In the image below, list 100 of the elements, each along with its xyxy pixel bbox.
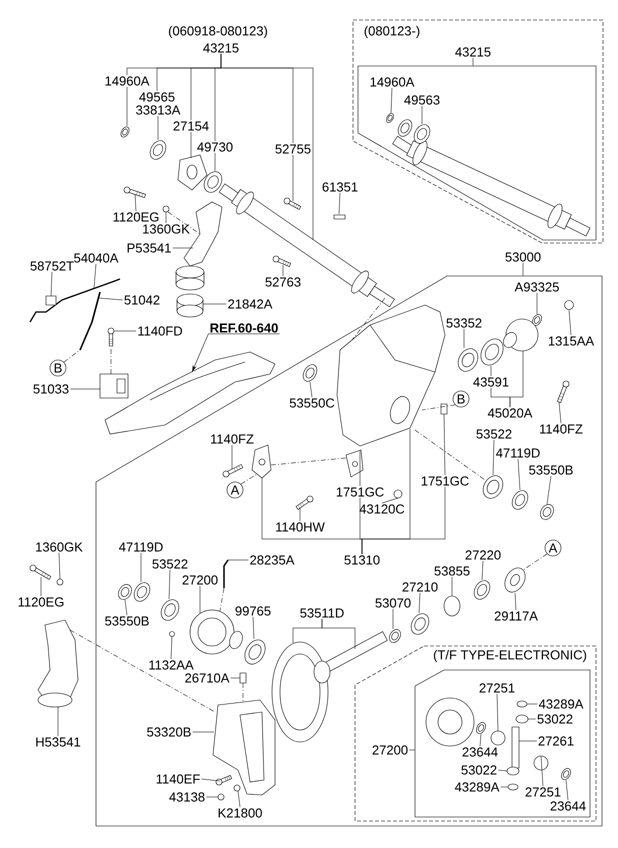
part-number: 1315AA (548, 336, 594, 346)
part-number: 53352 (446, 318, 482, 328)
part-number: 52763 (265, 277, 300, 287)
reference-line (414, 430, 486, 480)
bearing (414, 124, 430, 144)
leader-line (518, 740, 537, 742)
leader-line (566, 780, 568, 800)
leader-line (522, 262, 524, 276)
hose (79, 292, 101, 350)
part-number: 1751GC (422, 476, 469, 486)
leader-line (124, 600, 128, 616)
part-number: 53522 (152, 559, 188, 569)
o-ring (134, 582, 150, 602)
part-number: 27251 (480, 683, 514, 693)
leader-line (201, 778, 220, 782)
date-range-label: (060918-080123) (168, 26, 268, 38)
nut (162, 206, 170, 212)
spacer (444, 596, 460, 616)
part-number: 27210 (402, 582, 438, 592)
part-number: 1140EF (156, 774, 200, 784)
o-ring (120, 126, 130, 138)
part-number: 1360GK (36, 542, 83, 552)
part-number: K21800 (218, 808, 262, 818)
frame-heading: (080123-) (362, 24, 422, 40)
leader-line (190, 132, 192, 158)
rear-cover (212, 700, 276, 796)
part-number: 27220 (466, 550, 501, 560)
part-number: 49730 (197, 142, 233, 152)
oil-seal (540, 504, 554, 520)
frame-heading: (T/F TYPE-ELECTRONIC) (432, 648, 588, 664)
leader-line (492, 440, 494, 476)
leader-line (322, 618, 356, 650)
part-number: 53550C (290, 398, 334, 408)
part-number: 53000 (505, 252, 541, 262)
bearing-cap (346, 450, 364, 478)
part-number: 53550B (529, 465, 573, 475)
leader-line (518, 458, 520, 490)
part-number: 21842A (228, 299, 272, 309)
part-number: 27200 (182, 575, 218, 585)
bolt (108, 328, 114, 346)
part-number: 43120C (360, 504, 404, 514)
leader-line (70, 388, 100, 390)
part-number: 52755 (275, 144, 311, 154)
leader-line (528, 718, 536, 720)
leader-line (418, 592, 420, 614)
leader-line (140, 552, 142, 582)
part-number: 1140HW (276, 522, 325, 532)
drive-shaft (218, 184, 395, 308)
part-number: 29117A (494, 611, 538, 621)
leader-line (50, 272, 52, 296)
part-number: 51310 (344, 555, 380, 565)
bearing-cap (252, 444, 272, 478)
leader-line (282, 264, 284, 276)
plug (240, 672, 246, 684)
reference-line (64, 350, 80, 362)
leader-line (168, 570, 170, 600)
bolt (169, 631, 175, 637)
bearing (204, 171, 222, 193)
nut (56, 578, 64, 586)
part-number: 53522 (476, 429, 512, 439)
ring-gear (272, 642, 328, 742)
leader-line (392, 608, 394, 630)
part-number: 26710A (185, 673, 230, 683)
part-number: 1140FD (138, 326, 182, 336)
part-number: 1360GK (143, 224, 190, 234)
bearing (160, 599, 180, 621)
nut (218, 794, 224, 800)
reference-line (70, 630, 216, 712)
bolt (30, 564, 52, 580)
leader-line (292, 154, 294, 202)
part-number: 43138 (169, 792, 204, 802)
leader-line (490, 366, 492, 376)
reference-line (168, 212, 200, 234)
leader-line (482, 560, 484, 580)
dust-cover (480, 338, 504, 366)
part-number: 1751GC (336, 487, 384, 497)
leader-line (114, 330, 136, 332)
assembly-bracket (96, 276, 602, 826)
part-number: 51042 (124, 295, 160, 305)
part-number: 45020A (488, 408, 532, 418)
oil-seal (118, 584, 132, 600)
part-number: 27154 (174, 121, 209, 131)
bolt (272, 256, 292, 267)
part-number: 43215 (455, 47, 491, 57)
nut (394, 490, 402, 498)
part-number: 43289A (454, 782, 500, 792)
gear (534, 756, 548, 770)
reference-line (240, 474, 258, 484)
leader-line (558, 402, 562, 424)
leader-line (390, 88, 392, 114)
bolt (216, 775, 232, 786)
part-number: 58752T (30, 261, 74, 271)
leader-line (58, 552, 60, 580)
part-number: 53070 (375, 598, 411, 608)
part-number: P53541 (128, 243, 171, 253)
bolt (284, 198, 302, 210)
oil-seal (150, 140, 166, 160)
reference-line (270, 458, 346, 466)
leader-line (362, 486, 446, 554)
part-number: 1120EG (18, 597, 64, 607)
